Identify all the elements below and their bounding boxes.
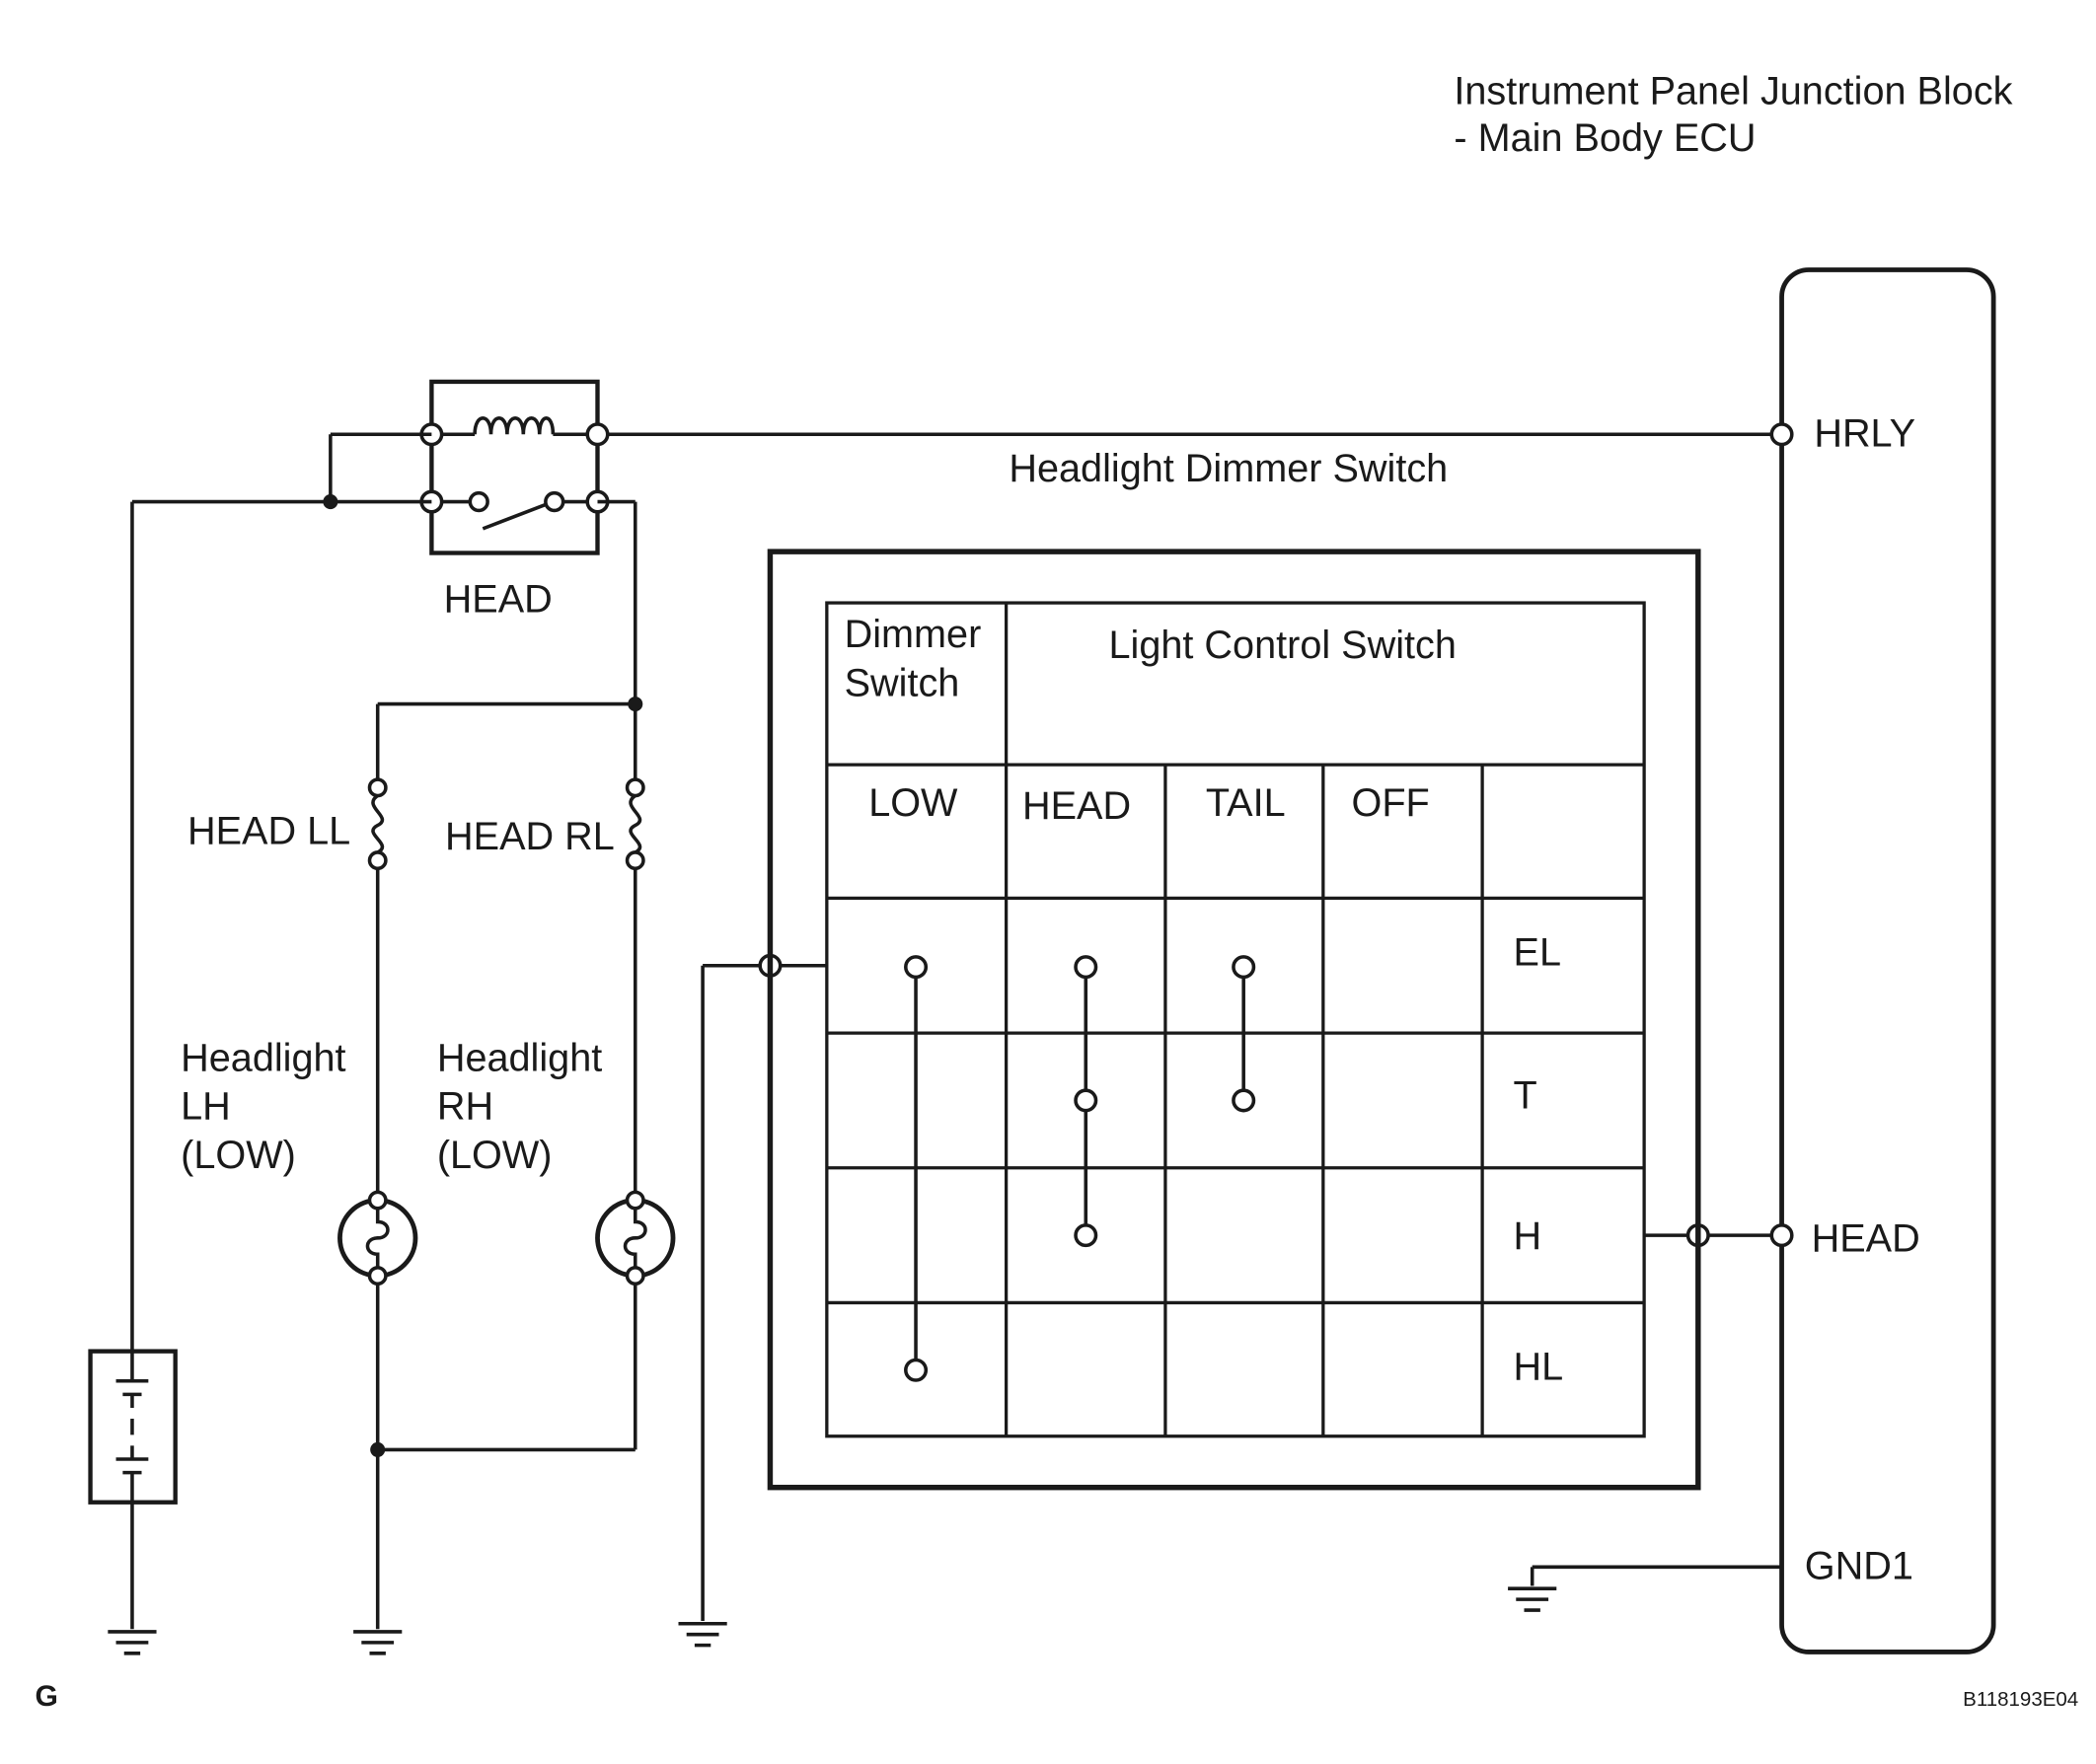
row-label-t: T [1514,1074,1537,1118]
row-label-el: EL [1514,931,1561,975]
ground-icon [678,1621,727,1648]
headlight-lh-label-3: (LOW) [181,1134,296,1177]
ecu-title-line1: Instrument Panel Junction Block [1454,69,2012,112]
column-header-tail: TAIL [1206,781,1286,825]
headlight-rh-label-2: RH [437,1085,493,1129]
relay-switch-icon [431,490,598,531]
headlight-rh-label-1: Headlight [437,1036,602,1079]
ecu-box [1779,267,1996,1654]
fuse-head-rl-label: HEAD RL [445,815,615,858]
gnd1-wire [1530,1565,1782,1586]
column-header-head: HEAD [1022,784,1131,828]
bulb-icon [595,1190,676,1286]
figure-code: B118193E04 [1963,1688,2078,1711]
relay-head [419,379,610,555]
headlight-lh-label-2: LH [181,1085,231,1129]
switch-table-grid [825,601,1646,1438]
relay-output-wire [375,499,643,778]
headlight-return-wire [370,1284,637,1630]
ground-icon [108,1630,157,1655]
fuse-icon [625,777,645,1193]
ecu-terminal-hrly: HRLY [1814,412,1915,456]
ground-icon [1508,1586,1557,1612]
corner-mark: G [36,1680,58,1713]
relay-label: HEAD [444,578,553,622]
row-label-hl: HL [1514,1345,1564,1388]
ecu-terminal-head: HEAD [1812,1217,1920,1261]
relay-coil-icon [473,416,556,435]
bulb-icon [337,1190,418,1286]
head-terminal-wire [1644,1223,1794,1248]
light-control-switch-header: Light Control Switch [1109,624,1457,667]
dimmer-switch-header-1: Dimmer [845,613,982,656]
continuity-head [1074,955,1098,1248]
ground-icon [353,1630,403,1655]
battery-feed-wire [130,432,432,1352]
ecu-title-line2: - Main Body ECU [1454,116,1756,160]
dimmer-switch-header-2: Switch [845,661,960,704]
dimmer-switch-ground-wire [701,953,827,1622]
ecu-terminal-gnd1: GND1 [1805,1545,1913,1588]
battery-icon [88,1349,178,1630]
continuity-low [904,955,929,1382]
hrly-wire [597,422,1794,447]
fuse-icon [367,777,388,1193]
row-label-h: H [1514,1214,1542,1258]
headlight-rh-label-3: (LOW) [437,1134,553,1177]
column-header-off: OFF [1352,781,1430,825]
dimmer-switch-box [767,549,1701,1491]
column-header-low: LOW [868,781,958,825]
fuse-head-ll-label: HEAD LL [187,810,350,853]
continuity-tail [1232,955,1256,1113]
headlight-lh-label-1: Headlight [181,1036,345,1079]
dimmer-switch-title: Headlight Dimmer Switch [1009,447,1448,490]
